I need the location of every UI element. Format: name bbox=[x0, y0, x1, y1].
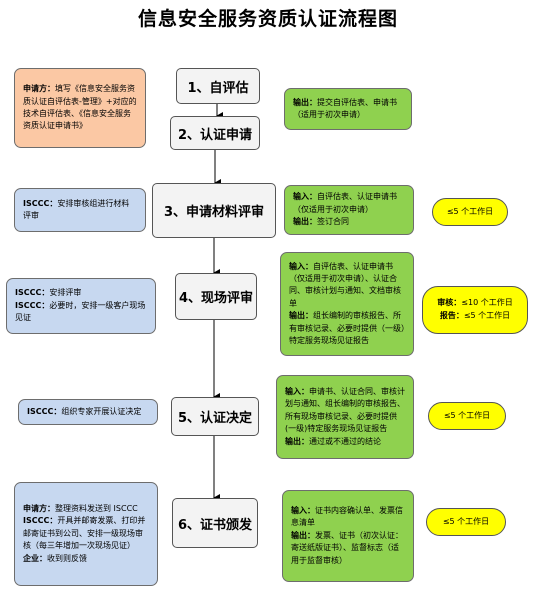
note-applicant-preparation: 申请方：填写《信息安全服务资质认证自评估表-管理》+对应的技术自评估表、《信息安… bbox=[14, 68, 146, 148]
duration-text: ≤5 个工作日 bbox=[442, 516, 490, 526]
note-site-review-io: 输入：自评估表、认证申请书（仅适用于初次申请）、认证合同、审核计划与通知、文档审… bbox=[280, 252, 414, 356]
note-head: ISCCC： bbox=[27, 406, 62, 416]
note-text: 证书内容确认单、发票信息清单 bbox=[291, 506, 403, 528]
step-certification-decision: 5、认证决定 bbox=[171, 397, 259, 436]
note-isccc-site-review: ISCCC：安排评审 ISCCC：必要时，安排一级客户现场见证 bbox=[6, 278, 156, 334]
note-head: 输出： bbox=[289, 311, 313, 321]
note-head: 输出： bbox=[291, 530, 315, 540]
note-head: ISCCC： bbox=[15, 288, 50, 298]
note-text: 必要时，安排一级客户现场见证 bbox=[15, 300, 146, 323]
note-text: 签订合同 bbox=[317, 217, 349, 227]
note-self-eval-output: 输出：提交自评估表、申请书（适用于初次申请） bbox=[284, 88, 412, 130]
step-label: 4、现场评审 bbox=[178, 291, 254, 306]
note-text: 自评估表、认证申请书（仅适用于初次申请）、认证合同、审核计划与通知、文档审核单 bbox=[289, 261, 401, 308]
duration-decision: ≤5 个工作日 bbox=[428, 402, 506, 430]
note-decision-io: 输入：申请书、认证合同、审核计划与通知、组长编制的审核报告、所有现场审核记录、必… bbox=[276, 375, 414, 459]
step-label: 2、认证申请 bbox=[177, 127, 253, 143]
step-self-evaluation: 1、自评估 bbox=[176, 68, 260, 104]
note-issuance-tasks: 申请方：整理资料发送到 ISCCC ISCCC：开具并邮寄发票、打印并邮寄证书到… bbox=[14, 482, 158, 586]
note-text: 开具并邮寄发票、打印并邮寄证书到公司、安排一级现场审核（每三年增加一次现场见证） bbox=[23, 516, 146, 551]
note-text: 自评估表、认证申请书（仅适用于初次申请） bbox=[293, 192, 397, 214]
note-text: 收到则反馈 bbox=[47, 553, 87, 563]
duration-head: 报告： bbox=[439, 311, 464, 320]
note-text: 提交自评估表、申请书（适用于初次申请） bbox=[293, 97, 397, 119]
note-head: ISCCC： bbox=[23, 198, 58, 208]
note-text: 组织专家开展认证决定 bbox=[61, 406, 142, 416]
note-head: 企业： bbox=[23, 553, 47, 563]
duration-text: ≤10 个工作日 bbox=[461, 298, 513, 308]
note-issuance-io: 输入：证书内容确认单、发票信息清单 输出：发票、证书（初次认证：寄送纸版证书）、… bbox=[282, 490, 414, 582]
note-text: 安排评审 bbox=[49, 288, 82, 298]
step-label: 6、证书颁发 bbox=[177, 517, 253, 533]
note-text: 安排审核组进行材料评审 bbox=[23, 198, 130, 220]
note-head: ISCCC： bbox=[15, 300, 50, 310]
note-head: 输出： bbox=[293, 97, 317, 107]
step-site-review: 4、现场评审 bbox=[175, 273, 257, 320]
note-head: 申请方： bbox=[23, 84, 55, 94]
duration-issuance: ≤5 个工作日 bbox=[426, 508, 506, 536]
step-label: 1、自评估 bbox=[187, 80, 249, 96]
note-head: 输入： bbox=[293, 192, 317, 202]
note-head: 申请方： bbox=[23, 504, 55, 514]
note-text: 发票、证书（初次认证：寄送纸版证书）、监督标志（适用于监督审核） bbox=[291, 530, 403, 565]
step-label: 5、认证决定 bbox=[177, 411, 253, 426]
note-head: 输出： bbox=[293, 217, 317, 227]
duration-text: ≤5 个工作日 bbox=[446, 206, 494, 216]
duration-text: ≤5 个工作日 bbox=[443, 410, 491, 420]
note-head: ISCCC： bbox=[23, 516, 58, 526]
note-text: 通过或不通过的结论 bbox=[309, 436, 381, 446]
note-document-review-io: 输入：自评估表、认证申请书（仅适用于初次申请） 输出：签订合同 bbox=[284, 185, 414, 235]
duration-head: 审核： bbox=[437, 298, 462, 308]
note-text: 组长编制的审核报告、所有审核记录、必要时提供（一级）特定服务现场见证报告 bbox=[289, 311, 405, 345]
step-document-review: 3、申请材料评审 bbox=[152, 183, 276, 238]
note-head: 输入： bbox=[291, 506, 315, 516]
step-certification-application: 2、认证申请 bbox=[170, 116, 260, 150]
page-title: 信息安全服务资质认证流程图 bbox=[137, 8, 398, 30]
note-head: 输入： bbox=[285, 387, 309, 397]
duration-site-review: 审核：≤10 个工作日 报告：≤5 个工作日 bbox=[422, 286, 528, 334]
note-text: 整理资料发送到 ISCCC bbox=[55, 504, 138, 514]
note-text: 申请书、认证合同、审核计划与通知、组长编制的审核报告、所有现场审核记录、必要时提… bbox=[285, 387, 405, 434]
note-text: 填写《信息安全服务资质认证自评估表-管理》+对应的技术自评估表、《信息安全服务资… bbox=[23, 84, 137, 131]
duration-text: ≤5 个工作日 bbox=[463, 311, 511, 320]
step-certificate-issuance: 6、证书颁发 bbox=[172, 498, 258, 548]
note-isccc-decision: ISCCC：组织专家开展认证决定 bbox=[18, 399, 158, 425]
note-head: 输出： bbox=[285, 436, 309, 446]
step-label: 3、申请材料评审 bbox=[163, 205, 265, 220]
note-isccc-document-review: ISCCC：安排审核组进行材料评审 bbox=[14, 188, 146, 232]
duration-document-review: ≤5 个工作日 bbox=[432, 198, 508, 226]
note-head: 输入： bbox=[289, 261, 313, 271]
